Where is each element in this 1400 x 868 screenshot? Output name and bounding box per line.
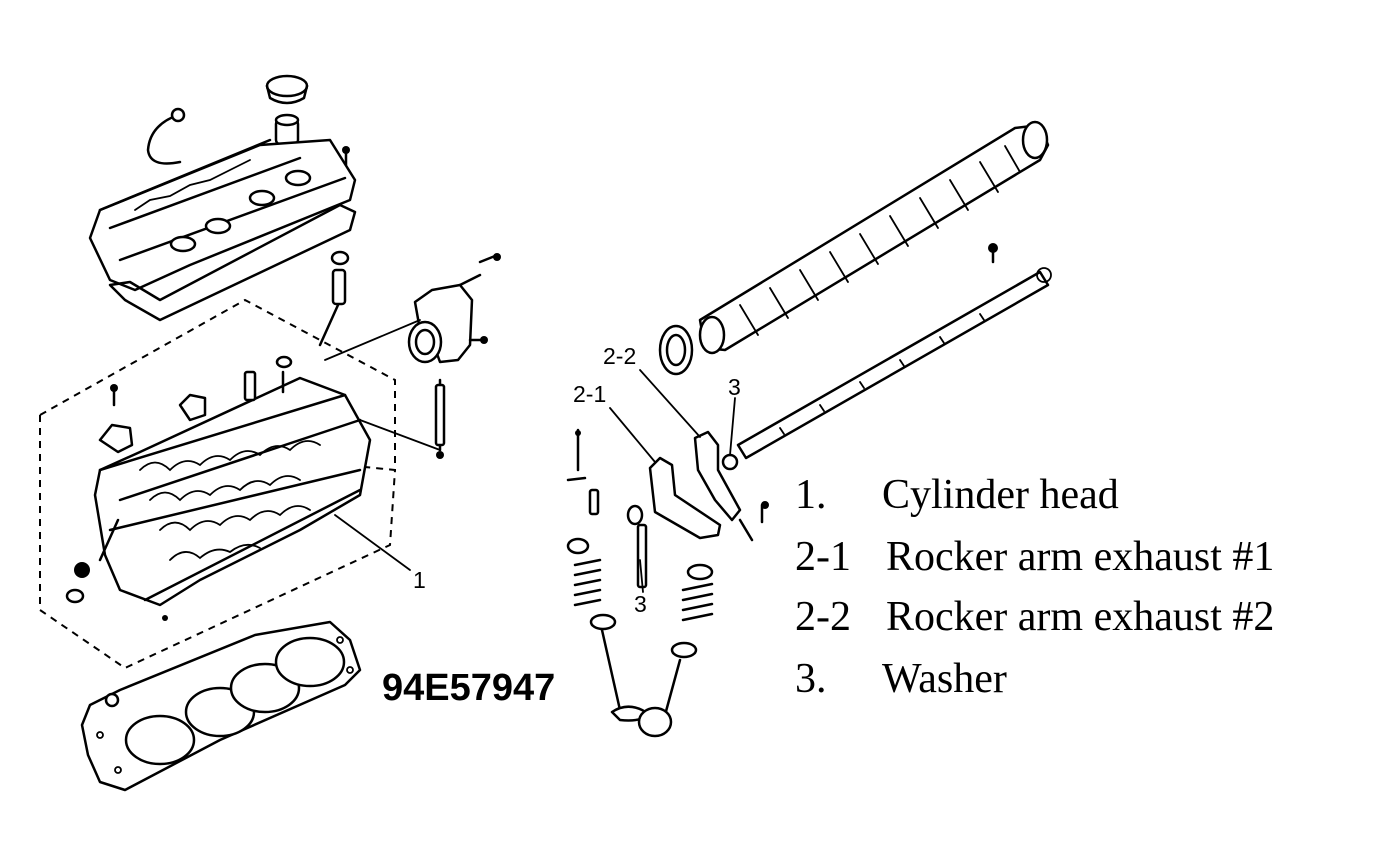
valve-cover-assembly [88,74,357,322]
legend-num-1: 1. [795,472,827,518]
rocker-arm-exhaust-1 [648,456,722,540]
callout-2-1: 2-1 [573,381,606,407]
legend-label-1: Cylinder head [882,472,1119,518]
water-outlet-housing [324,253,501,459]
legend-label-2-2: Rocker arm exhaust #2 [886,594,1274,640]
legend-label-2-1: Rocker arm exhaust #1 [886,534,1274,580]
legend-num-2-1: 2-1 [795,534,851,580]
callout-leader-2-1 [609,407,656,463]
legend-num-2-2: 2-2 [795,594,851,640]
washer [626,504,644,526]
callout-leader-3-bottom [639,559,644,593]
rocker-shaft [736,243,1052,460]
cylinder-head [65,355,372,621]
dashed-assembly-outline [39,298,396,670]
oil-filler-cap [265,74,309,146]
legend: 1. Cylinder head 2-1 Rocker arm exhaust … [795,472,1274,702]
legend-num-3: 3. [795,656,827,702]
rocker-arm-assembly [648,430,769,542]
rocker-arm-exhaust-2 [693,430,742,522]
valve-train [566,428,714,738]
breather-hose [146,113,182,165]
camshaft [658,120,1050,376]
callout-3-bottom: 3 [634,591,647,617]
callout-leader-3-top [729,397,736,456]
washer [721,453,739,471]
figure-id: 94E57947 [382,667,555,709]
callout-3-top: 3 [728,374,741,400]
valve-cover-gasket [108,203,357,322]
head-gasket [80,620,362,792]
callout-1: 1 [413,567,426,593]
spark-plug-parts [318,250,350,347]
callout-leader-2-2 [639,369,701,438]
callout-leader-1 [334,514,411,571]
legend-label-3: Washer [882,656,1007,702]
callout-2-2: 2-2 [603,343,636,369]
